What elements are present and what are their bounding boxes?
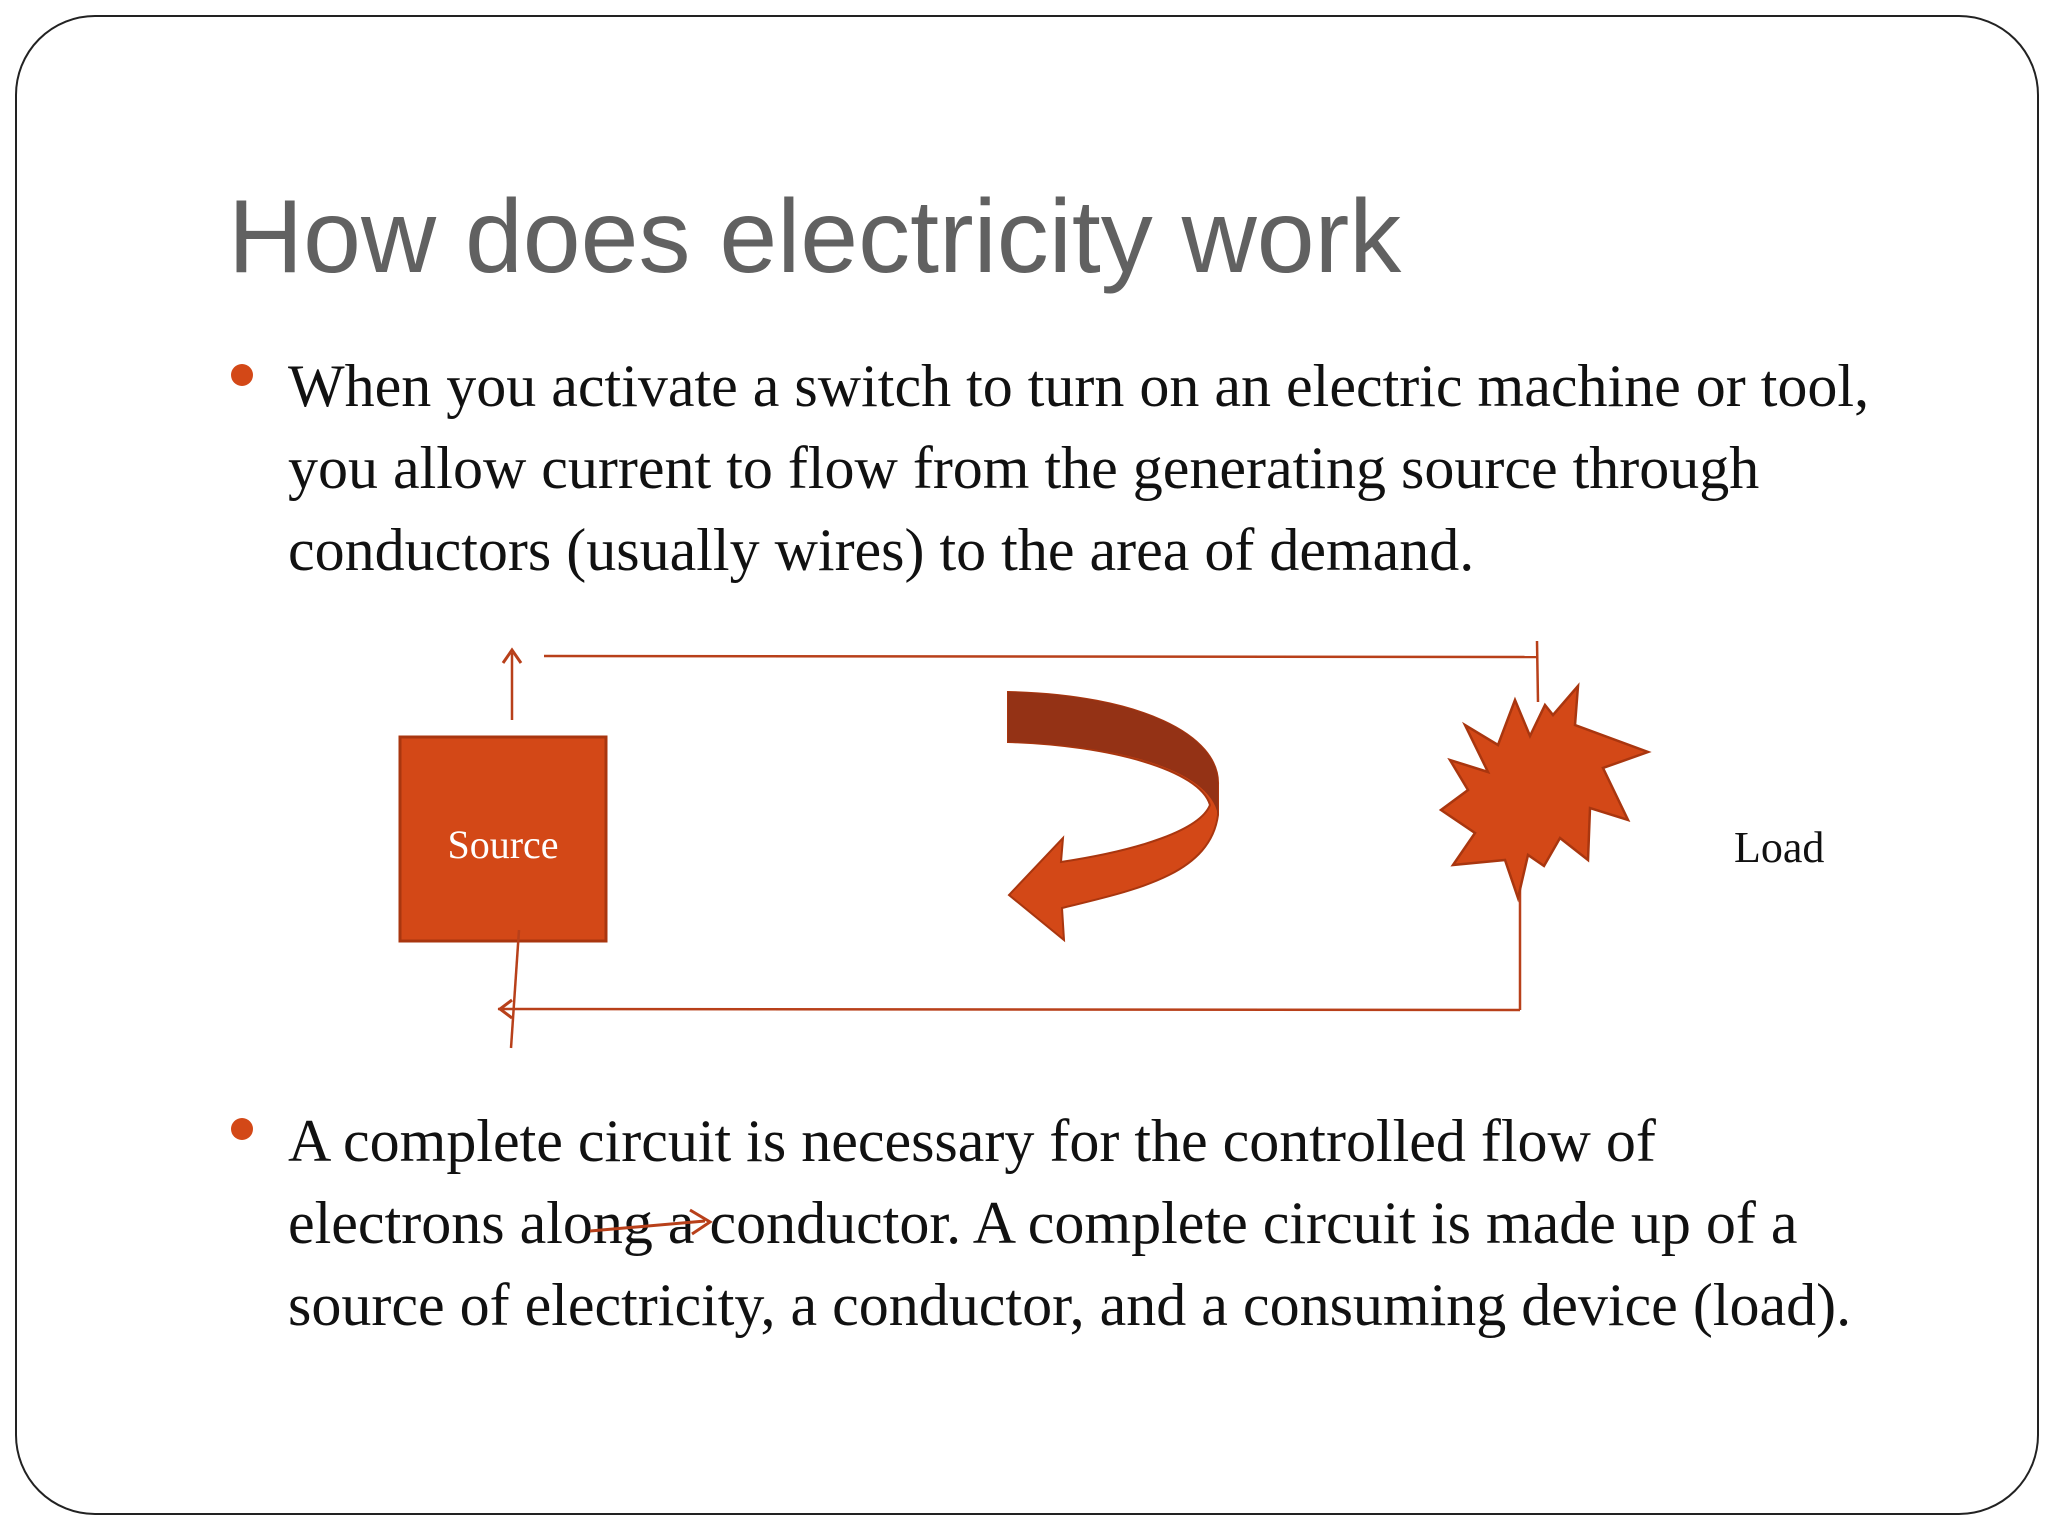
bullet-line: When you activate a switch to turn on an…	[288, 353, 1870, 419]
bullet-line: electrons along a conductor. A complete …	[288, 1190, 1798, 1256]
bullet-line: conductors (usually wires) to the area o…	[288, 517, 1475, 583]
bullet-dot	[231, 364, 253, 386]
load-label: Load	[1734, 823, 1825, 872]
bullet-paragraph-1: When you activate a switch to turn on an…	[288, 345, 1869, 591]
bullet-dot	[231, 1118, 253, 1140]
bullet-line: source of electricity, a conductor, and …	[288, 1272, 1852, 1338]
bullet-line: you allow current to flow from the gener…	[288, 435, 1760, 501]
bullet-paragraph-2: A complete circuit is necessary for the …	[288, 1100, 1851, 1346]
bullet-line: A complete circuit is necessary for the …	[288, 1108, 1656, 1174]
slide-title: How does electricity work	[228, 179, 1402, 295]
